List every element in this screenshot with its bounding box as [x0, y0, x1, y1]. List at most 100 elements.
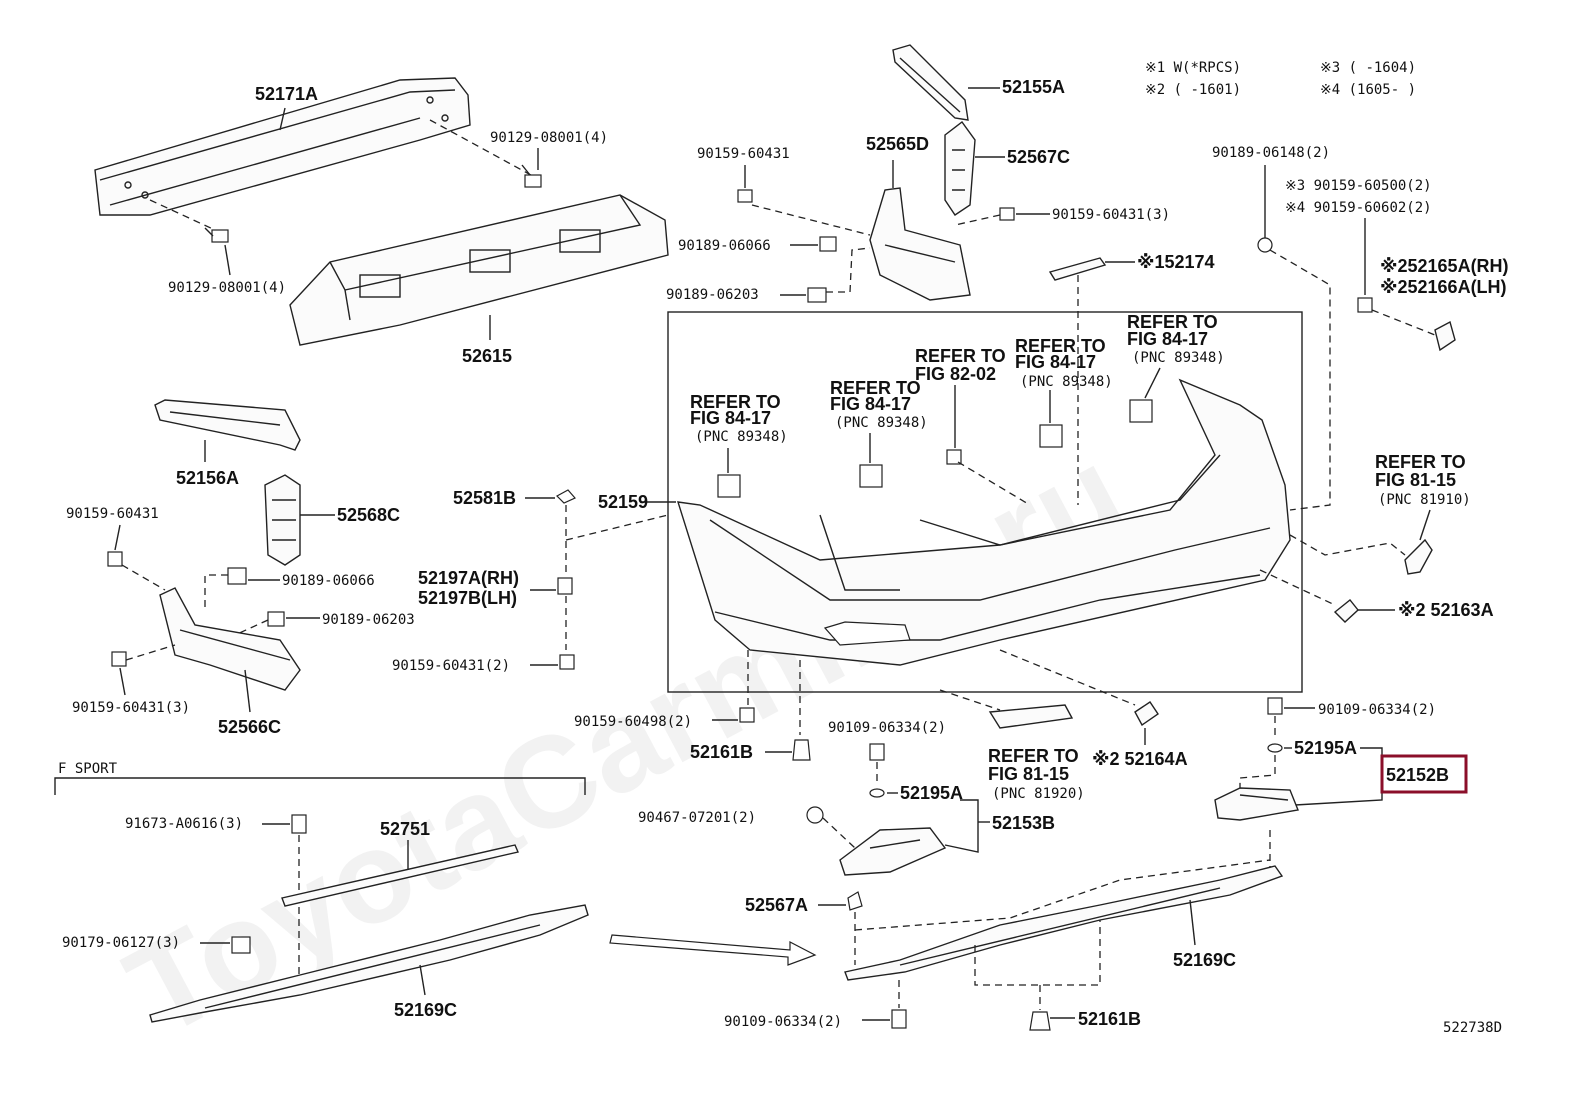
label-52566C[interactable]: 52566C	[218, 717, 281, 737]
part-52174[interactable]	[1048, 257, 1107, 281]
label-90467[interactable]: 90467-07201(2)	[638, 810, 756, 826]
label-52153B[interactable]: 52153B	[992, 813, 1055, 833]
label-90159-60431-3[interactable]: 90159-60431(3)	[1052, 207, 1170, 223]
label-90179[interactable]: 90179-06127(3)	[62, 935, 180, 951]
part-reflector-81920[interactable]	[988, 704, 1074, 729]
part-52155A[interactable]	[892, 44, 969, 121]
label-90129-08001-right[interactable]: 90129-08001(4)	[490, 130, 608, 146]
screw-91673[interactable]	[291, 814, 307, 834]
washer-52195A-a[interactable]	[869, 788, 885, 798]
clip-ref-3[interactable]	[946, 449, 962, 465]
screw-90109-06334-b[interactable]	[1267, 697, 1283, 715]
part-52169C-standard[interactable]	[844, 865, 1284, 981]
clip-90189-06148[interactable]	[1257, 237, 1273, 253]
part-52615-absorber[interactable]	[289, 194, 669, 346]
label-90189-06066-left[interactable]: 90189-06066	[282, 573, 375, 589]
label-90189-06066-top[interactable]: 90189-06066	[678, 238, 771, 254]
label-52161B-a[interactable]: 52161B	[690, 742, 753, 762]
washer-52195A-b[interactable]	[1267, 743, 1283, 753]
label-90189-06203-left[interactable]: 90189-06203	[322, 612, 415, 628]
part-52566C-bracket[interactable]	[159, 587, 301, 691]
clip-ref-1[interactable]	[717, 474, 741, 498]
label-52161B-b[interactable]: 52161B	[1078, 1009, 1141, 1029]
screw-90159-60498[interactable]	[739, 707, 755, 723]
label-90109-06334-b[interactable]: 90109-06334(2)	[1318, 702, 1436, 718]
clip-90189-06066-left[interactable]	[227, 567, 247, 585]
part-52163A-cap[interactable]	[1333, 599, 1359, 623]
part-52164A-cap[interactable]	[1134, 701, 1159, 727]
label-52156A[interactable]: 52156A	[176, 468, 239, 488]
clip-52567A[interactable]	[847, 891, 863, 911]
label-52195A-a[interactable]: 52195A	[900, 783, 963, 803]
label-52166A[interactable]: ※252166A(LH)	[1380, 277, 1507, 297]
label-91673[interactable]: 91673-A0616(3)	[125, 816, 243, 832]
label-52155A[interactable]: 52155A	[1002, 77, 1065, 97]
label-52195A-b[interactable]: 52195A	[1294, 738, 1357, 758]
label-90129-08001-left[interactable]: 90129-08001(4)	[168, 280, 286, 296]
label-52165A[interactable]: ※252165A(RH)	[1380, 256, 1509, 276]
part-52568C[interactable]	[264, 474, 301, 566]
clip-90189-06066-top[interactable]	[819, 236, 837, 252]
bolt-90129-right[interactable]	[521, 164, 542, 188]
label-52197A[interactable]: 52197A(RH)	[418, 568, 519, 588]
label-90189-06148[interactable]: 90189-06148(2)	[1212, 145, 1330, 161]
part-52159-bumper-cover[interactable]	[677, 378, 1291, 666]
clip-ref-4[interactable]	[1039, 424, 1063, 448]
label-90159-60602[interactable]: ※4 90159-60602(2)	[1285, 200, 1432, 216]
label-90109-06334-a[interactable]: 90109-06334(2)	[828, 720, 946, 736]
label-90159-60431-2[interactable]: 90159-60431(2)	[392, 658, 510, 674]
label-90189-06203-top[interactable]: 90189-06203	[666, 287, 759, 303]
part-52165A-cap[interactable]	[1434, 320, 1456, 352]
part-52171A[interactable]	[94, 77, 471, 216]
part-reflector-81910[interactable]	[1404, 538, 1433, 575]
screw-90159-60431-left[interactable]	[107, 551, 123, 567]
label-52169C-left[interactable]: 52169C	[394, 1000, 457, 1020]
label-52581B[interactable]: 52581B	[453, 488, 516, 508]
label-52163A[interactable]: ※2 52163A	[1398, 600, 1494, 620]
label-52159[interactable]: 52159	[598, 492, 648, 512]
label-90159-60431-3-left[interactable]: 90159-60431(3)	[72, 700, 190, 716]
label-52197B[interactable]: 52197B(LH)	[418, 588, 517, 608]
label-52567A[interactable]: 52567A	[745, 895, 808, 915]
screw-90159-60431-top[interactable]	[737, 189, 753, 203]
label-90159-60498[interactable]: 90159-60498(2)	[574, 714, 692, 730]
label-52169C-standard[interactable]: 52169C	[1173, 950, 1236, 970]
label-52152B[interactable]: 52152B	[1386, 765, 1449, 785]
clip-52197A[interactable]	[557, 577, 573, 595]
label-52565D[interactable]: 52565D	[866, 134, 929, 154]
bolt-90129-left[interactable]	[204, 227, 229, 243]
label-90159-60431-left[interactable]: 90159-60431	[66, 506, 159, 522]
screw-90159-60431-3-left[interactable]	[111, 651, 127, 667]
label-52164A[interactable]: ※2 52164A	[1092, 749, 1188, 769]
label-52615[interactable]: 52615	[462, 346, 512, 366]
screw-90109-06334-c[interactable]	[891, 1009, 907, 1029]
part-52153B-bracket[interactable]	[839, 827, 947, 876]
label-90159-60500[interactable]: ※3 90159-60500(2)	[1285, 178, 1432, 194]
label-90159-60431-top[interactable]: 90159-60431	[697, 146, 790, 162]
label-52568C[interactable]: 52568C	[337, 505, 400, 525]
clip-90189-06203-left[interactable]	[267, 611, 285, 627]
clip-ref-5[interactable]	[1129, 399, 1153, 423]
screw-90159-60431-3[interactable]	[999, 207, 1015, 221]
clip-90189-06203-top[interactable]	[807, 287, 827, 303]
clip-52161B-b[interactable]	[1029, 1011, 1051, 1031]
part-52565D-bracket[interactable]	[869, 187, 971, 301]
part-52156A[interactable]	[154, 399, 301, 451]
clip-ref-2[interactable]	[859, 464, 883, 488]
clip-90179[interactable]	[231, 936, 251, 954]
part-52567C[interactable]	[944, 121, 976, 216]
screw-90159-60431-2[interactable]	[559, 654, 575, 670]
label-52567C[interactable]: 52567C	[1007, 147, 1070, 167]
screw-90159-60500[interactable]	[1357, 297, 1373, 313]
label-52171A[interactable]: 52171A	[255, 84, 318, 104]
clip-52161B-a[interactable]	[792, 739, 811, 761]
part-52169C-left[interactable]	[149, 904, 589, 1023]
label-90109-06334-c[interactable]: 90109-06334(2)	[724, 1014, 842, 1030]
label-52174[interactable]: ※152174	[1137, 252, 1215, 272]
part-52751-molding[interactable]	[281, 844, 519, 907]
clip-90467[interactable]	[806, 806, 824, 824]
part-52152B-bracket[interactable]	[1214, 787, 1299, 821]
label-52751[interactable]: 52751	[380, 819, 430, 839]
part-52581B[interactable]	[556, 489, 576, 504]
screw-90109-06334-a[interactable]	[869, 743, 885, 761]
